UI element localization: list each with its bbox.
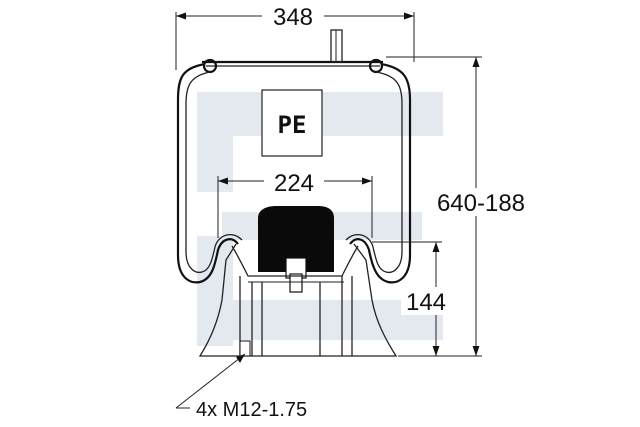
dimension-piston-height-label: 144 [406, 289, 446, 316]
dimension-overall-height: 640-188 [386, 56, 537, 357]
piston [198, 243, 398, 357]
dimension-inner-width: 224 [217, 168, 373, 238]
bellows-outline [176, 62, 412, 284]
dimension-piston-height: 144 [372, 241, 451, 356]
bump-stop [258, 206, 334, 293]
logo-text: PE [278, 111, 307, 139]
top-plate [202, 29, 384, 74]
thread-note-label: 4x M12-1.75 [196, 399, 307, 421]
dimension-overall-height-label: 640-188 [437, 190, 525, 217]
dimension-top-width-label: 348 [273, 4, 313, 31]
thread-note: 4x M12-1.75 [175, 353, 307, 421]
dimension-top-width: 348 [175, 2, 415, 70]
dimension-inner-width-label: 224 [274, 170, 314, 197]
pe-logo: PE [261, 89, 323, 157]
